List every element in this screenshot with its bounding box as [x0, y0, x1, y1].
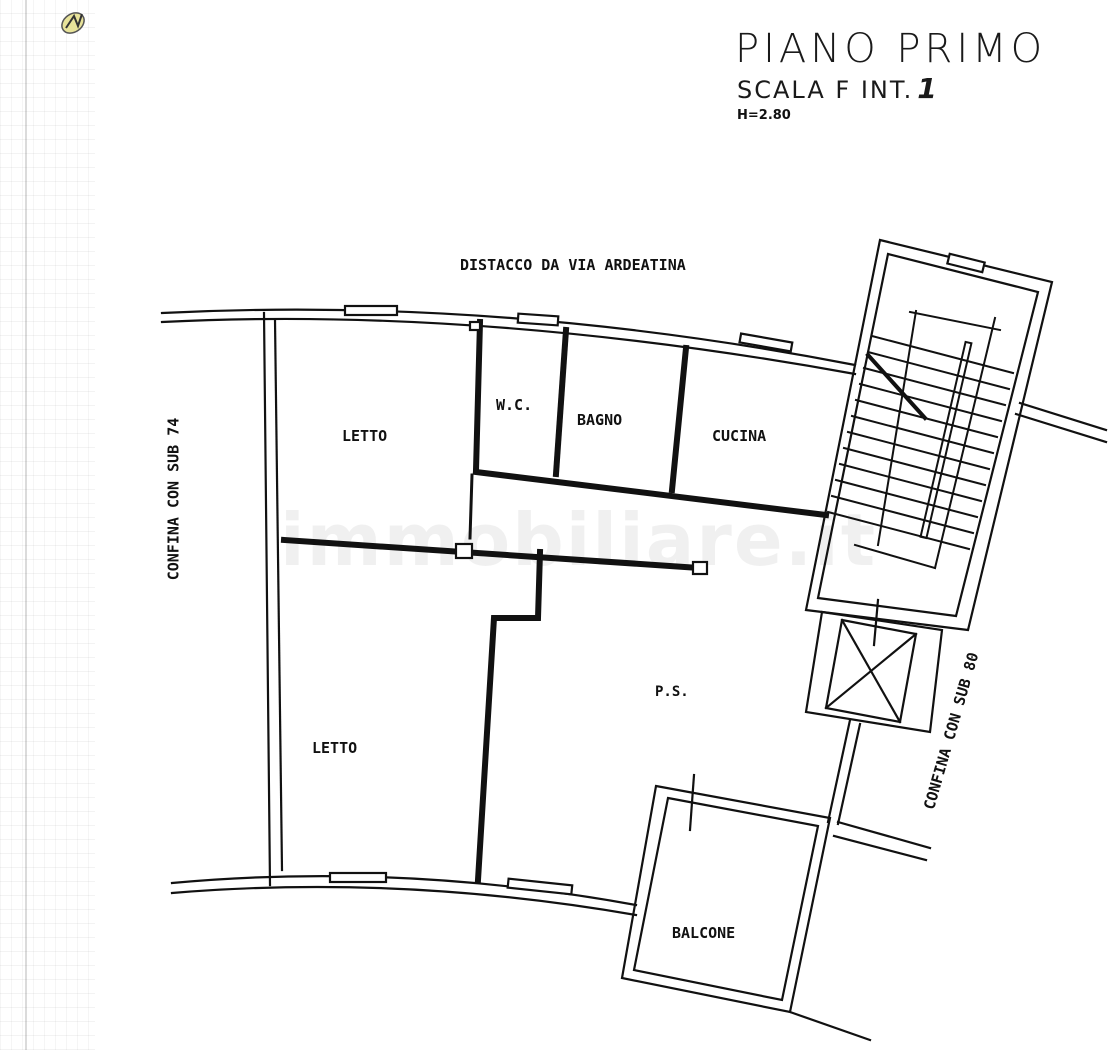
- scan-grid-background: [0, 0, 95, 1050]
- watermark: immobiliare.it: [280, 498, 878, 582]
- room-label-wc: W.C.: [496, 396, 533, 414]
- room-label-bagno: BAGNO: [577, 411, 623, 429]
- elevator-shaft-icon: [810, 612, 940, 732]
- room-label-balcone: BALCONE: [672, 924, 736, 942]
- boundary-top-label: DISTACCO DA VIA ARDEATINA: [460, 256, 686, 274]
- interior-number: 1: [917, 72, 939, 105]
- staircase-icon: [820, 250, 1040, 610]
- page-title: PIANO PRIMO: [735, 26, 1047, 72]
- room-label-ps: P.S.: [655, 684, 689, 700]
- boundary-left-label: CONFINA CON SUB 74: [164, 417, 183, 581]
- scale-label: SCALA F INT.1: [737, 72, 939, 105]
- room-label-cucina: CUCINA: [712, 427, 767, 445]
- room-label-letto-2: LETTO: [312, 739, 358, 757]
- stamp-logo-icon: [61, 12, 85, 34]
- ceiling-height-note: H=2.80: [737, 108, 791, 123]
- room-label-letto: LETTO: [342, 427, 388, 445]
- scale-text: SCALA F INT.: [737, 76, 914, 104]
